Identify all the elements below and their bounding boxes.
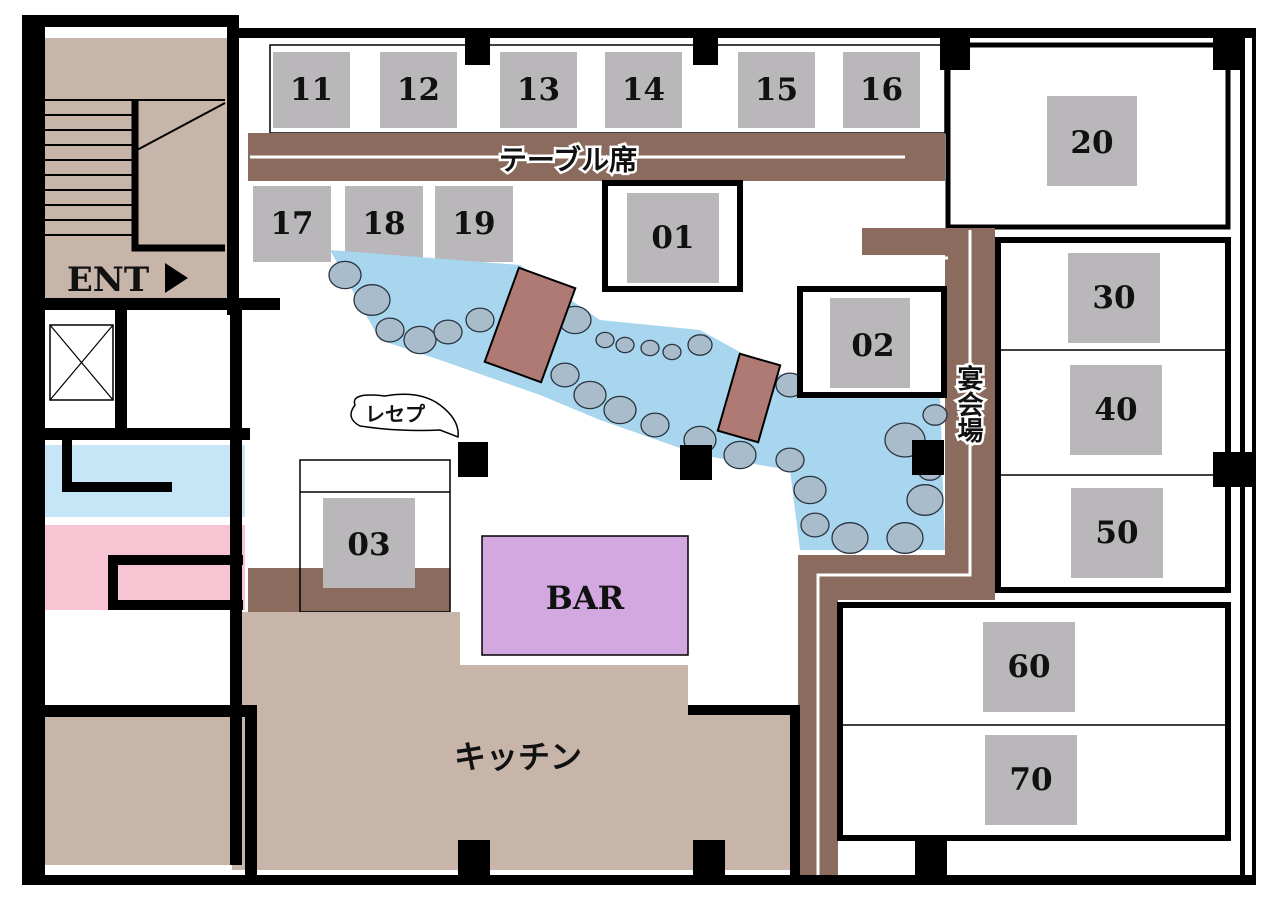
rock: [687, 334, 713, 356]
seat-label: 13: [517, 72, 560, 108]
seat-label: 17: [270, 206, 313, 242]
reception-label: レセプ: [365, 402, 426, 426]
rock: [640, 412, 670, 438]
room-01-label: 01: [651, 220, 694, 256]
seat-label: 30: [1092, 280, 1135, 316]
rock: [603, 395, 637, 425]
bridge[interactable]: [716, 352, 782, 444]
seat-label: 70: [1009, 762, 1052, 798]
seat-table[interactable]: [380, 52, 457, 128]
seat-banquet[interactable]: [985, 735, 1077, 825]
entrance-arrow-icon: [165, 263, 188, 293]
kitchen: [232, 612, 795, 870]
restroom-women: [45, 525, 245, 610]
seat-banquet[interactable]: [1071, 488, 1163, 578]
seat-03[interactable]: [323, 498, 415, 588]
bar-counter[interactable]: [481, 535, 689, 656]
banquet-label: 宴会場: [953, 364, 983, 444]
seat-01[interactable]: [627, 193, 719, 283]
seat-label: 19: [452, 206, 495, 242]
seat-label: 50: [1095, 515, 1138, 551]
seat-table[interactable]: [273, 52, 350, 128]
walls: [22, 15, 1256, 885]
seat-banquet[interactable]: [1068, 253, 1160, 343]
seat-label: 16: [860, 72, 903, 108]
seat-table[interactable]: [605, 52, 682, 128]
seat-label: 18: [362, 206, 405, 242]
entrance-label: ENT: [67, 260, 149, 300]
seat-table[interactable]: [738, 52, 815, 128]
kitchen-label: キッチン: [454, 738, 582, 776]
rock: [403, 325, 437, 355]
rock: [433, 319, 463, 345]
room-02-label: 02: [851, 328, 894, 364]
rock: [800, 512, 830, 538]
rock: [886, 522, 924, 554]
storage-room: [45, 715, 245, 865]
seat-table[interactable]: [843, 52, 920, 128]
seat-table[interactable]: [345, 186, 423, 262]
room-03-label: 03: [347, 527, 390, 563]
seat-table[interactable]: [500, 52, 577, 128]
seat-table[interactable]: [253, 186, 331, 262]
table-area-label: テーブル席: [499, 144, 637, 177]
reception-desk: [350, 393, 459, 439]
rock: [922, 404, 948, 426]
rock: [640, 339, 660, 357]
rock: [550, 362, 580, 388]
seat-label: 11: [290, 72, 333, 108]
bar-label: BAR: [546, 579, 625, 617]
restroom-men: [45, 445, 245, 517]
rock: [573, 380, 607, 410]
seat-label: 15: [755, 72, 798, 108]
seat-table[interactable]: [435, 186, 513, 262]
seat-20[interactable]: [1047, 96, 1137, 186]
room-20-label: 20: [1070, 125, 1113, 161]
seat-02[interactable]: [830, 298, 910, 388]
seat-label: 12: [397, 72, 440, 108]
rock: [465, 307, 495, 333]
stairs-icon: [45, 99, 226, 252]
rock: [375, 317, 405, 343]
rock: [723, 440, 757, 470]
rock: [831, 522, 869, 554]
seat-label: 60: [1007, 649, 1050, 685]
rock: [906, 484, 944, 516]
seat-banquet[interactable]: [983, 622, 1075, 712]
seat-label: 14: [622, 72, 665, 108]
seat-label: 40: [1094, 392, 1137, 428]
rock: [328, 260, 362, 290]
rock: [662, 343, 682, 361]
rock: [615, 336, 635, 354]
rock: [793, 475, 827, 505]
elevator-icon: [49, 324, 114, 401]
rock: [353, 284, 391, 316]
rock: [775, 447, 805, 473]
rock: [595, 331, 615, 349]
seat-banquet[interactable]: [1070, 365, 1162, 455]
bridge[interactable]: [483, 266, 577, 384]
